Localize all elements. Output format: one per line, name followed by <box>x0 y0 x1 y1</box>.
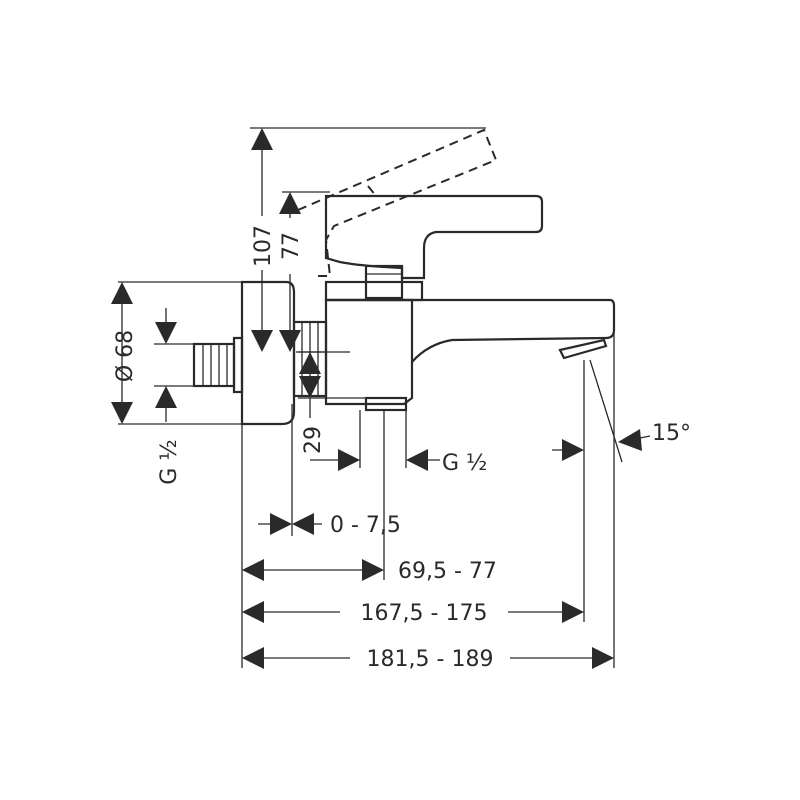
label-rosette-diameter: Ø 68 <box>113 330 138 382</box>
label-outlet-thread: G ½ <box>442 451 487 476</box>
label-outlet-offset: 69,5 - 77 <box>398 559 497 584</box>
bath-outlet <box>364 396 408 412</box>
label-spout-angle: 15° <box>652 421 691 446</box>
wall-rosette <box>240 280 296 426</box>
faucet-outline <box>192 128 616 426</box>
label-wall-adjust: 0 - 7,5 <box>330 513 401 538</box>
label-spout-length: 167,5 - 175 <box>361 601 488 626</box>
handle-collar <box>324 280 424 302</box>
dimension-lines <box>111 127 651 669</box>
lever-handle <box>324 194 544 280</box>
aerator <box>558 338 608 360</box>
label-inlet-thread: G ½ <box>157 439 182 484</box>
inlet-nipple <box>192 342 236 388</box>
label-total-length: 181,5 - 189 <box>367 647 494 672</box>
label-outlet-height: 29 <box>301 426 326 454</box>
spout <box>326 298 616 363</box>
label-handle-open-height: 107 <box>251 225 276 267</box>
lever-handle-open <box>297 128 498 277</box>
label-handle-height: 77 <box>279 232 304 260</box>
